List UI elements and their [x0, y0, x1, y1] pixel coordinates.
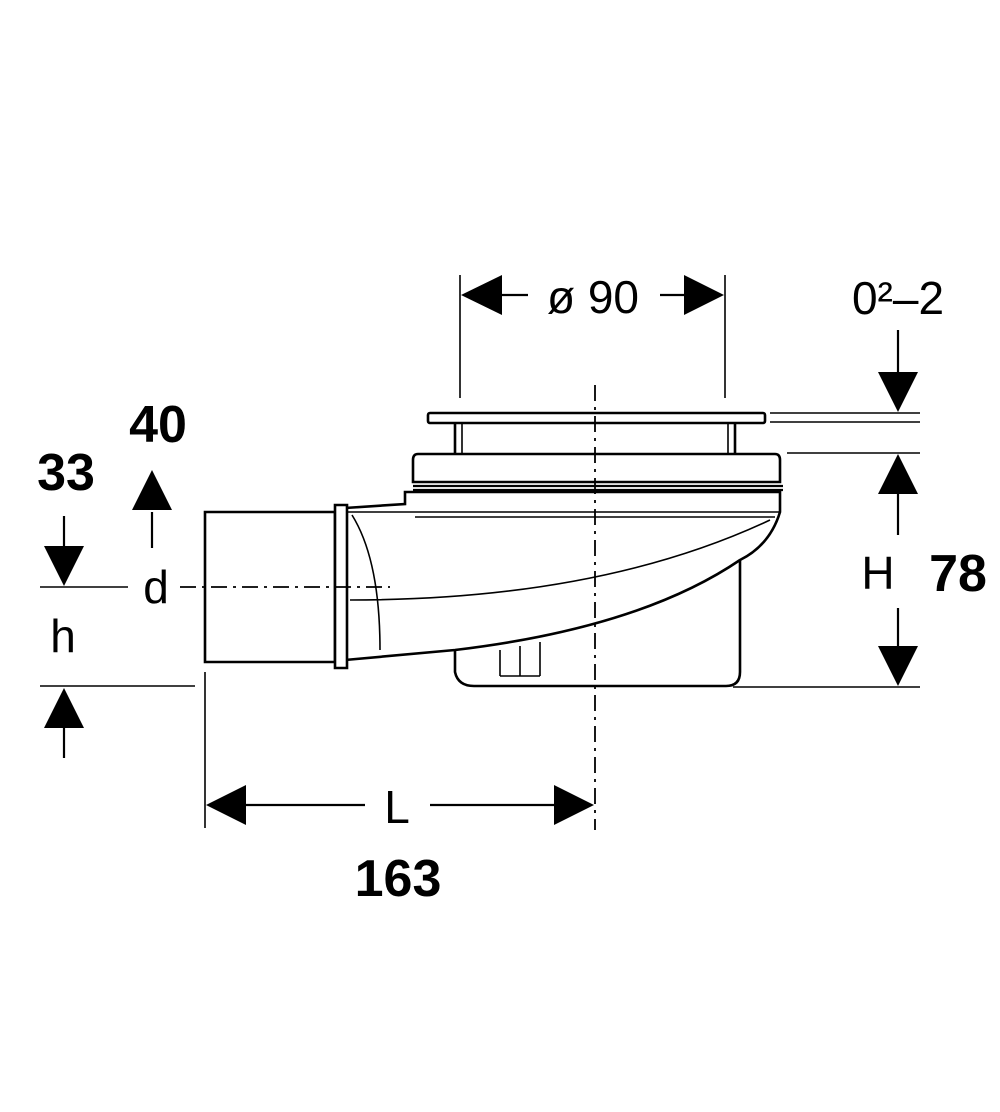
drain-body — [203, 411, 783, 688]
height-dimension: H 78 — [733, 452, 987, 688]
base-height-dimension: h 33 — [37, 444, 195, 758]
arrow-down-head — [878, 372, 918, 412]
bowl-inner-curve-1 — [349, 519, 771, 601]
bowl-inner-curve-2 — [351, 514, 381, 651]
height-value: 78 — [929, 545, 987, 603]
diameter-label: ø 90 — [547, 271, 639, 323]
top-offset-dimension: 0²–2 — [770, 272, 944, 423]
drain-collar — [411, 452, 782, 484]
arrow-up-head — [878, 454, 918, 494]
base-symbol: h — [50, 610, 76, 662]
length-dimension: L 163 — [204, 672, 594, 908]
height-symbol: H — [861, 547, 894, 599]
drain-grate-cover — [426, 411, 767, 425]
neck-lines — [461, 422, 729, 454]
sump-detail — [499, 642, 541, 677]
pipe-dimension: d 40 — [129, 396, 187, 613]
arrow-right-head — [554, 785, 594, 825]
drain-neck — [453, 422, 737, 454]
pipe-symbol: d — [143, 561, 169, 613]
collar-bands — [413, 484, 783, 492]
length-symbol: L — [384, 781, 410, 833]
arrow-up-head — [44, 688, 84, 728]
arrow-down-head — [878, 646, 918, 686]
top-offset-label: 0²–2 — [852, 272, 944, 324]
drain-bowl — [343, 490, 782, 662]
base-value-h: 33 — [37, 444, 95, 502]
arrow-left-head — [206, 785, 246, 825]
arrow-left-head — [461, 275, 502, 315]
length-value: 163 — [355, 850, 442, 908]
diameter-dimension: ø 90 — [459, 271, 726, 398]
pipe-value-d: 40 — [129, 396, 187, 454]
arrow-right-head — [684, 275, 724, 315]
arrow-up-head — [132, 470, 172, 510]
arrow-down-head — [44, 546, 84, 586]
